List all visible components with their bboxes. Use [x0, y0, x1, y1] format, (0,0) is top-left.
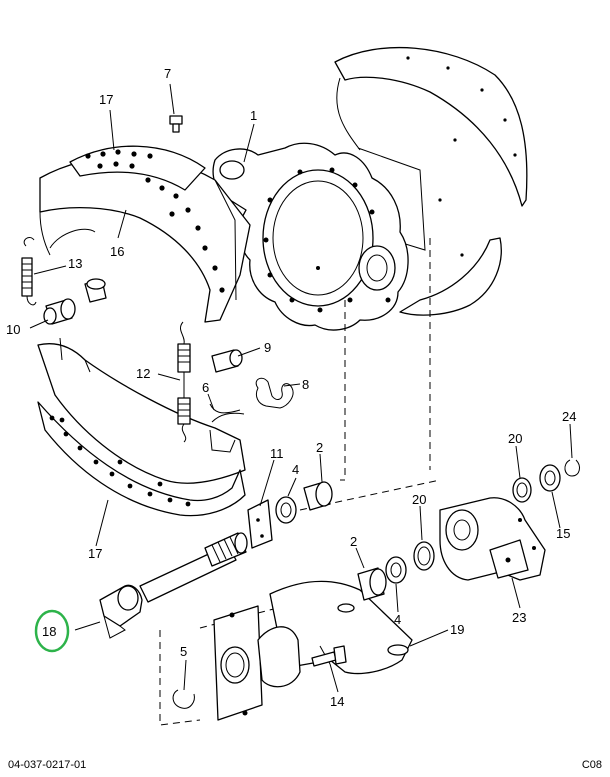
- callout-6: 6: [202, 380, 209, 395]
- return-spring-13: [21, 237, 37, 306]
- callout-13: 13: [68, 256, 82, 271]
- washer-20-lower: [413, 541, 435, 571]
- spring-12: [177, 321, 191, 443]
- callout-11: 11: [270, 446, 284, 461]
- callout-4-lower: 4: [394, 612, 401, 627]
- callout-7: 7: [164, 66, 171, 81]
- brake-spider: [212, 142, 409, 331]
- callout-20-lower: 20: [412, 492, 426, 507]
- callout-12: 12: [136, 366, 150, 381]
- clip-8: [255, 377, 294, 409]
- callout-2-lower: 2: [350, 534, 357, 549]
- callout-23: 23: [512, 610, 526, 625]
- bushing-2-lower: [357, 567, 387, 601]
- callout-16: 16: [110, 244, 124, 259]
- clip-24: [564, 459, 580, 477]
- callout-15: 15: [556, 526, 570, 541]
- washer-4-lower: [385, 556, 407, 584]
- callout-1: 1: [250, 108, 257, 123]
- callout-10: 10: [6, 322, 20, 337]
- lower-brake-shoe: [37, 337, 246, 517]
- callout-24: 24: [562, 409, 576, 424]
- snap-ring-5: [172, 689, 195, 709]
- callout-17-upper: 17: [99, 92, 113, 107]
- callout-14: 14: [330, 694, 344, 709]
- page-code: C08: [581, 759, 602, 771]
- washer-15: [539, 464, 561, 492]
- callout-8: 8: [302, 377, 309, 392]
- upper-brake-shoe: [39, 145, 251, 323]
- bushing-9: [211, 349, 243, 373]
- leader-lines: [29, 83, 573, 693]
- callout-2-upper: 2: [316, 440, 323, 455]
- bushing-2-upper: [303, 481, 333, 511]
- camshaft-bracket-19: [213, 580, 413, 721]
- roller-10: [43, 278, 107, 325]
- callouts: 7 17 1 16 13 10 9 12 6 8 11 2 4 24 20 20…: [6, 66, 576, 709]
- highlight-circle: [34, 609, 70, 653]
- seal-11: [247, 499, 273, 549]
- callout-18: 18: [42, 624, 56, 639]
- washer-20-upper: [512, 477, 532, 503]
- bolt-14: [311, 645, 347, 667]
- callout-4-upper: 4: [292, 462, 299, 477]
- callout-19: 19: [450, 622, 464, 637]
- callout-5: 5: [180, 644, 187, 659]
- camshaft-18: [99, 532, 248, 639]
- callout-20-upper: 20: [508, 431, 522, 446]
- clip-6: [209, 403, 245, 423]
- anchor-pin-7: [169, 115, 183, 133]
- document-number: 04-037-0217-01: [8, 759, 87, 771]
- slack-adjuster-23: [439, 497, 546, 581]
- washer-4-upper: [275, 496, 297, 524]
- callout-9: 9: [264, 340, 271, 355]
- callout-17-lower: 17: [88, 546, 102, 561]
